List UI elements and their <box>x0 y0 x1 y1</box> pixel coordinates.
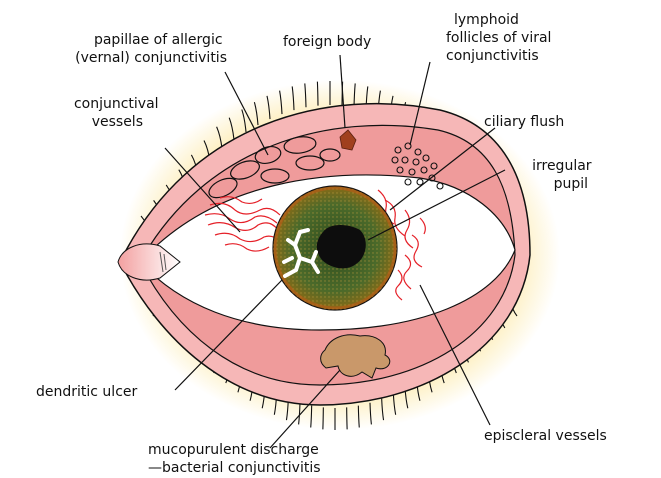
label-irregular-line1: irregular <box>532 158 592 174</box>
label-conjunctival-line1: conjunctival <box>74 96 159 112</box>
label-mucopurulent-line2: —bacterial conjunctivitis <box>148 460 321 476</box>
label-mucopurulent-line1: mucopurulent discharge <box>148 442 319 458</box>
label-lymphoid-line2: follicles of viral <box>446 30 551 46</box>
irregular-pupil <box>317 225 366 268</box>
label-episcleral-vessels: episcleral vessels <box>484 428 607 444</box>
label-papillae: papillae of allergic (vernal) conjunctiv… <box>75 32 227 66</box>
label-lymphoid-line1: lymphoid <box>454 12 519 28</box>
label-ciliary-flush: ciliary flush <box>484 114 564 130</box>
label-foreign-body: foreign body <box>283 34 371 50</box>
label-irregular-line2: pupil <box>554 176 588 192</box>
label-dendritic-ulcer: dendritic ulcer <box>36 384 138 400</box>
label-conjunctival-vessels: conjunctival vessels <box>74 96 163 130</box>
label-conjunctival-line2: vessels <box>92 114 143 130</box>
label-papillae-line2: (vernal) conjunctivitis <box>75 50 227 66</box>
label-lymphoid: lymphoid follicles of viral conjunctivit… <box>446 12 556 64</box>
label-mucopurulent: mucopurulent discharge —bacterial conjun… <box>148 442 323 476</box>
label-lymphoid-line3: conjunctivitis <box>446 48 539 64</box>
label-papillae-line1: papillae of allergic <box>94 32 223 48</box>
eyelash <box>317 82 318 106</box>
